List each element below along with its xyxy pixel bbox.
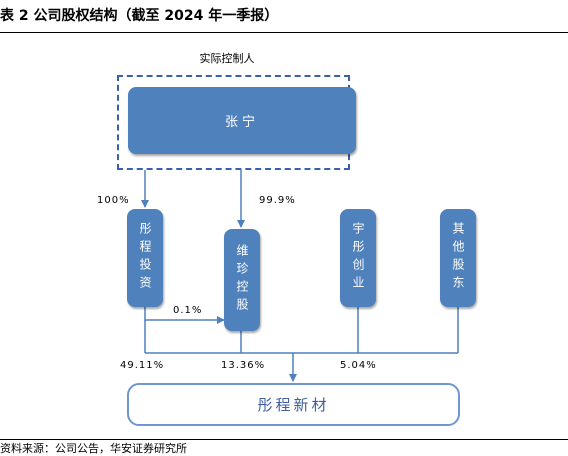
entity-label: 维珍控股	[235, 244, 249, 316]
table-title: 表 2 公司股权结构（截至 2024 年一季报）	[0, 8, 279, 24]
person-zhang-ning-box: 张宁	[128, 87, 356, 154]
target-company-name: 彤程新材	[257, 396, 330, 414]
pct-yingcheng-to-weizhen: 0.1%	[173, 305, 203, 316]
pct-yuying-to-target: 5.04%	[340, 360, 377, 371]
top-rule	[0, 32, 568, 33]
entity-label: 宇彤创业	[351, 222, 365, 294]
pct-weizhen-to-target: 13.36%	[221, 360, 266, 371]
pct-zhang-to-yingcheng: 100%	[97, 195, 130, 206]
pct-yingcheng-to-target: 49.11%	[120, 360, 165, 371]
source-note: 资料来源：公司公告，华安证券研究所	[0, 442, 187, 455]
entity-qita-gudong: 其他股东	[440, 209, 476, 307]
entity-label: 彤程投资	[138, 222, 152, 294]
bottom-rule	[0, 439, 568, 440]
entity-yingcheng-touzi: 彤程投资	[127, 209, 163, 307]
entity-weizhen-konggu: 维珍控股	[224, 229, 260, 331]
entity-label: 其他股东	[451, 222, 465, 294]
actual-controller-label: 实际控制人	[199, 52, 255, 65]
target-company-box: 彤程新材	[127, 383, 460, 426]
entity-yuying-chuangye: 宇彤创业	[340, 209, 376, 307]
person-name: 张宁	[224, 115, 259, 130]
pct-zhang-to-weizhen: 99.9%	[259, 195, 296, 206]
